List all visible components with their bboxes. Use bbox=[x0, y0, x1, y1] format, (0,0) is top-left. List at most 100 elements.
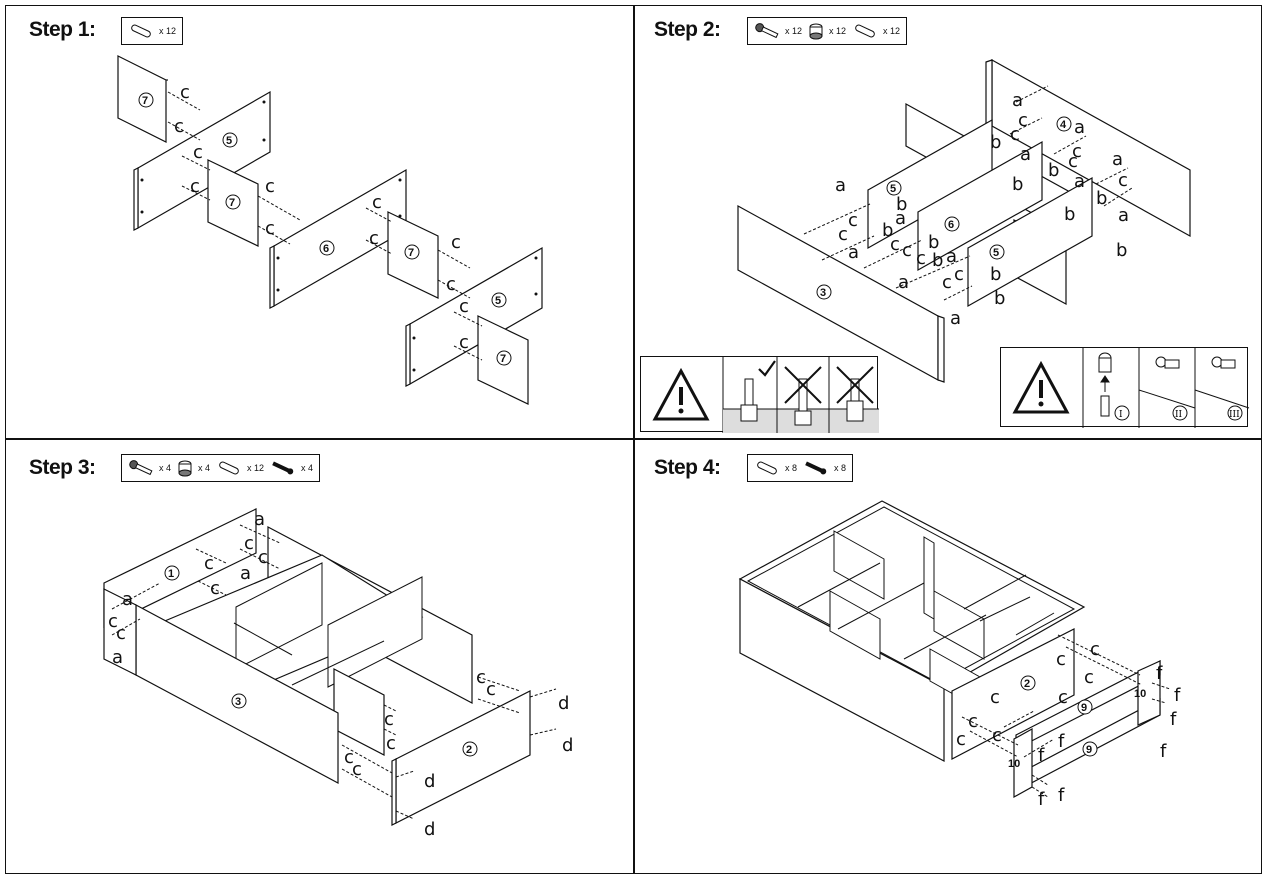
label-c: c bbox=[1084, 667, 1094, 688]
part-num-2: 2 bbox=[466, 744, 472, 756]
step-1-title: Step 1: bbox=[29, 18, 96, 41]
dowel-icon bbox=[855, 24, 875, 38]
label-c: c bbox=[258, 547, 268, 568]
step-4-panel: Step 4: x 8 x 8 bbox=[634, 439, 1262, 879]
label-b: b bbox=[1096, 188, 1107, 209]
parts-item-dowel: x 12 bbox=[128, 24, 176, 38]
label-c: c bbox=[486, 679, 496, 700]
part-num-5: 5 bbox=[226, 135, 232, 147]
label-c: c bbox=[848, 210, 858, 231]
dowel-guides bbox=[167, 91, 483, 361]
cam-bolt-icon bbox=[755, 23, 779, 39]
warning-box-cam-bolt bbox=[640, 356, 879, 433]
part-num-2: 2 bbox=[1024, 678, 1030, 690]
step-3-title: Step 3: bbox=[29, 456, 96, 479]
label-c: c bbox=[265, 176, 275, 197]
label-c: c bbox=[990, 687, 1000, 708]
label-c: c bbox=[193, 142, 203, 163]
label-b: b bbox=[1012, 174, 1023, 195]
label-c: c bbox=[954, 264, 964, 285]
label-d: d bbox=[424, 819, 435, 840]
label-a: a bbox=[1074, 171, 1085, 192]
roman-numeral-1: I bbox=[1119, 410, 1123, 420]
label-c: c bbox=[180, 82, 190, 103]
part-num-10: 10 bbox=[1134, 688, 1146, 700]
label-c: c bbox=[1090, 639, 1100, 660]
part-qty: x 8 bbox=[834, 463, 847, 473]
part-num-5: 5 bbox=[495, 295, 501, 307]
label-c: c bbox=[369, 228, 379, 249]
label-a: a bbox=[1074, 117, 1085, 138]
cam-lock-icon bbox=[809, 23, 823, 40]
part-qty: x 12 bbox=[159, 26, 177, 36]
label-c: c bbox=[1018, 110, 1028, 131]
checkmark-icon bbox=[758, 360, 776, 377]
step-1-panel: Step 1: x 12 bbox=[0, 0, 634, 439]
part-number-labels: 1 3 2 bbox=[164, 565, 478, 757]
label-a: a bbox=[1112, 149, 1123, 170]
label-a: a bbox=[848, 242, 859, 263]
part-num-9: 9 bbox=[1081, 702, 1087, 714]
label-b: b bbox=[994, 288, 1005, 309]
step-4-diagram: 2 9 9 10 10 c c c c c c c c f f f f f f … bbox=[738, 500, 1181, 810]
label-b: b bbox=[932, 250, 943, 271]
part-qty: x 4 bbox=[198, 463, 211, 473]
panel-divider-vertical bbox=[633, 5, 635, 874]
label-f: f bbox=[1174, 685, 1181, 706]
label-d: d bbox=[562, 735, 573, 756]
label-b: b bbox=[1064, 204, 1075, 225]
board-6 bbox=[917, 140, 1043, 272]
board-6 bbox=[269, 168, 407, 309]
label-f: f bbox=[1160, 741, 1167, 762]
label-a: a bbox=[1012, 90, 1023, 111]
part-qty: x 4 bbox=[301, 463, 314, 473]
label-a: a bbox=[112, 647, 123, 668]
dowel-icon bbox=[757, 461, 777, 475]
label-c: c bbox=[174, 116, 184, 137]
label-c: c bbox=[1058, 687, 1068, 708]
holes bbox=[140, 100, 538, 372]
board-2 bbox=[395, 690, 531, 824]
label-a: a bbox=[835, 175, 846, 196]
warning-box-content bbox=[652, 357, 879, 433]
warning-triangle-icon bbox=[652, 367, 710, 421]
label-c: c bbox=[244, 533, 254, 554]
step-1-parts-box: x 12 bbox=[121, 17, 184, 45]
label-a: a bbox=[240, 563, 251, 584]
part-qty: x 8 bbox=[785, 463, 798, 473]
part-num-1: 1 bbox=[168, 568, 174, 580]
label-c: c bbox=[942, 272, 952, 293]
warning-triangle-icon bbox=[1012, 360, 1070, 414]
label-c: c bbox=[451, 232, 461, 253]
label-c: c bbox=[204, 553, 214, 574]
label-c: c bbox=[108, 611, 118, 632]
cam-lock-icon bbox=[178, 460, 192, 477]
label-c: c bbox=[386, 733, 396, 754]
label-c: c bbox=[1010, 124, 1020, 145]
part-num-6: 6 bbox=[323, 243, 329, 255]
label-b: b bbox=[882, 220, 893, 241]
screw-icon bbox=[272, 461, 294, 475]
label-c: c bbox=[476, 667, 486, 688]
step-1-diagram: 7 5 7 6 7 5 7 c c c c c c c c c c c c bbox=[117, 55, 543, 405]
label-c: c bbox=[116, 623, 126, 644]
cam-bolt-icon bbox=[129, 460, 153, 476]
step-2-parts-box: x 12 x 12 x 12 bbox=[747, 17, 908, 45]
label-c: c bbox=[372, 192, 382, 213]
label-f: f bbox=[1058, 731, 1065, 752]
label-b: b bbox=[1048, 160, 1059, 181]
label-c: c bbox=[1072, 141, 1082, 162]
label-f: f bbox=[1038, 745, 1045, 766]
label-c: c bbox=[992, 725, 1002, 746]
label-c: c bbox=[1068, 151, 1078, 172]
part-qty: x 12 bbox=[247, 463, 265, 473]
part-qty: x 12 bbox=[829, 26, 847, 36]
part-num-9: 9 bbox=[1086, 744, 1092, 756]
step-4-parts-box: x 8 x 8 bbox=[747, 454, 854, 482]
label-c: c bbox=[1118, 170, 1128, 191]
label-c: c bbox=[384, 709, 394, 730]
label-f: f bbox=[1058, 785, 1065, 806]
screw-icon bbox=[805, 461, 827, 475]
part-num-5: 5 bbox=[890, 183, 896, 195]
board-5-b bbox=[405, 246, 543, 387]
